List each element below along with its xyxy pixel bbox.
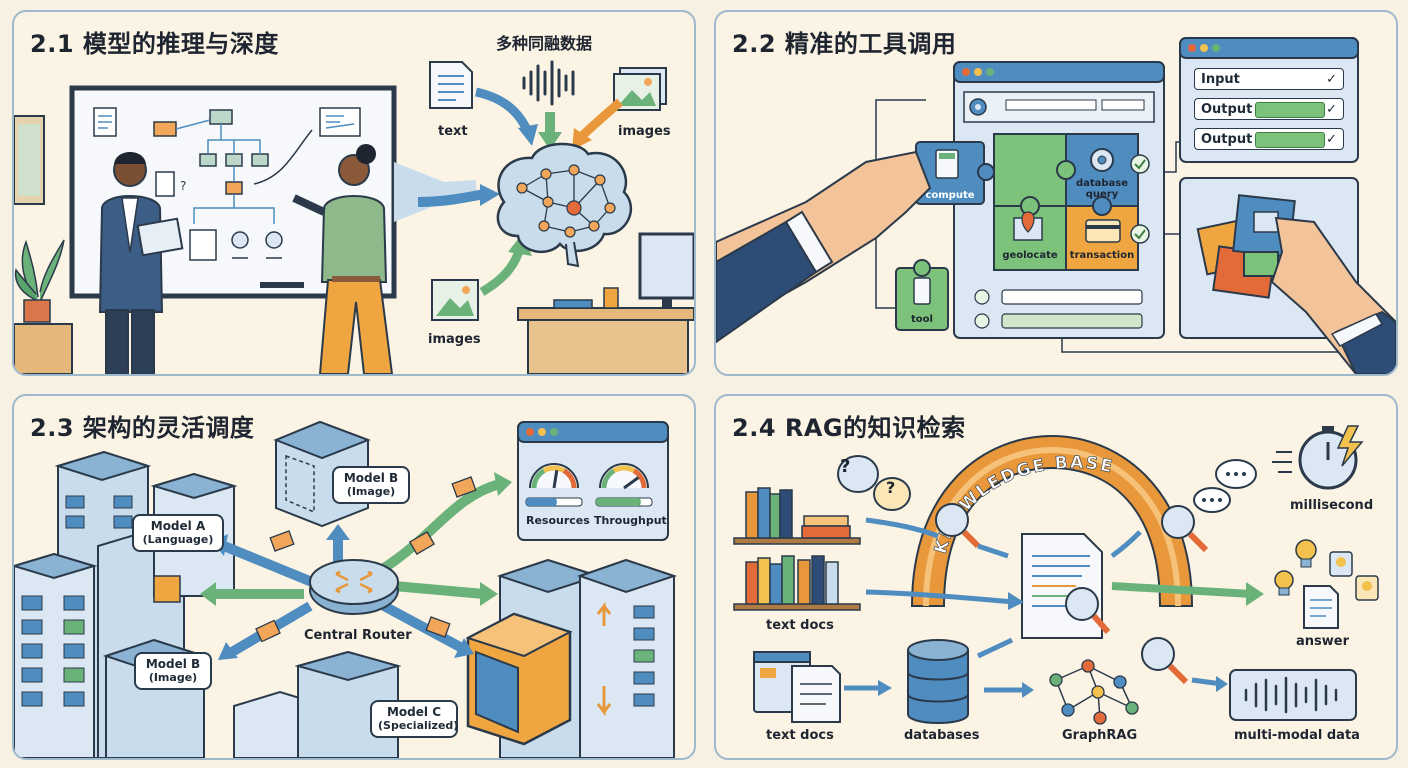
piece-label-tool: tool bbox=[911, 314, 933, 325]
question-mark-icon: ? bbox=[840, 456, 851, 477]
gauge-band bbox=[632, 468, 647, 489]
panel-routing: 2.3 架构的灵活调度 bbox=[12, 394, 696, 760]
check-icon: ✓ bbox=[1326, 132, 1337, 147]
hand-left-icon bbox=[716, 150, 932, 344]
gauge-label-throughput: Throughput bbox=[594, 514, 667, 527]
database-icon bbox=[907, 639, 969, 724]
stopwatch-icon bbox=[1272, 425, 1364, 490]
io-row-output[interactable]: Output✓ bbox=[1194, 98, 1344, 120]
model-c-label: Model C(Specialized) bbox=[370, 700, 458, 738]
gauge-band bbox=[542, 465, 566, 473]
whiteboard-flowchart: ? bbox=[93, 107, 361, 261]
monitor bbox=[638, 232, 694, 300]
gear-small-icon bbox=[1090, 148, 1114, 172]
question-mark-icon: ? bbox=[886, 478, 896, 497]
rag-illustration: KNOWLEDGE BASE bbox=[733, 425, 1379, 725]
lightbulb-icon bbox=[1274, 539, 1379, 601]
model-a-label: Model A(Language) bbox=[132, 514, 224, 552]
plant-icon bbox=[14, 239, 65, 323]
audio-wave-icon bbox=[1229, 669, 1357, 721]
graph-network-icon bbox=[1049, 659, 1139, 725]
piece-label-geolocate: geolocate bbox=[1002, 250, 1058, 261]
check-circle-icon bbox=[1130, 154, 1150, 244]
check-icon: ✓ bbox=[1326, 72, 1337, 87]
image-icon bbox=[613, 67, 667, 111]
routing-illustration bbox=[14, 420, 678, 758]
gear-icon bbox=[969, 98, 987, 116]
model-b-top-label: Model B(Image) bbox=[332, 466, 410, 504]
chat-bubble-icon bbox=[1193, 459, 1257, 513]
svg-text:?: ? bbox=[180, 179, 186, 193]
highlighted-cube bbox=[465, 612, 573, 746]
router-icon bbox=[309, 559, 399, 615]
cabinet bbox=[14, 323, 73, 374]
presenter-woman bbox=[292, 144, 394, 374]
piece-label-transaction: transaction bbox=[1069, 250, 1135, 261]
gauge-bar-fill bbox=[526, 498, 557, 506]
piece-label-compute: compute bbox=[925, 190, 975, 201]
gauge-needle bbox=[623, 476, 640, 490]
panel-reasoning: 2.1 模型的推理与深度 bbox=[12, 10, 696, 376]
panel-tool-calling: 2.2 精准的工具调用 bbox=[714, 10, 1398, 376]
io-row-output[interactable]: Output✓ bbox=[1194, 128, 1344, 150]
reasoning-illustration: ? bbox=[14, 60, 694, 374]
flow-arrow bbox=[394, 162, 476, 222]
tool-calling-illustration bbox=[716, 37, 1396, 374]
label-millisecond: millisecond bbox=[1290, 498, 1374, 513]
document-icon bbox=[429, 61, 473, 109]
panel-title: 2.3 架构的灵活调度 bbox=[30, 414, 255, 442]
images-label-top: images bbox=[618, 124, 671, 139]
puzzle-piece-compute bbox=[915, 141, 995, 205]
gauge-bar-fill bbox=[596, 498, 641, 506]
gauge-needle bbox=[552, 469, 559, 489]
fusion-title: 多种同融数据 bbox=[496, 34, 593, 53]
io-row-input[interactable]: Input✓ bbox=[1194, 68, 1344, 90]
gauge-band bbox=[562, 468, 577, 489]
images-label-bottom: images bbox=[428, 332, 481, 347]
text-label: text bbox=[438, 124, 468, 139]
panel-title: 2.1 模型的推理与深度 bbox=[30, 30, 279, 58]
credit-card-icon bbox=[1085, 219, 1121, 243]
label-answer: answer bbox=[1296, 634, 1350, 649]
gauges bbox=[525, 463, 653, 507]
label-text-docs-bottom: text docs bbox=[766, 728, 834, 743]
gauge-band bbox=[531, 468, 546, 489]
panel-title: 2.2 精准的工具调用 bbox=[732, 30, 957, 58]
router-label: Central Router bbox=[304, 628, 412, 643]
text-docs-icon bbox=[753, 651, 841, 723]
retrieved-document-icon bbox=[1021, 533, 1103, 639]
label-graphrag: GraphRAG bbox=[1062, 728, 1138, 743]
question-bubble-icon bbox=[837, 455, 911, 511]
metrics-window bbox=[517, 421, 669, 541]
gauge-band bbox=[601, 468, 616, 489]
label-multimodal: multi-modal data bbox=[1234, 728, 1360, 743]
image-icon-bottom bbox=[431, 279, 479, 321]
label-databases: databases bbox=[904, 728, 980, 743]
io-list: Input✓ Output✓ Output✓ bbox=[1186, 68, 1356, 158]
puzzle-piece-tool bbox=[895, 259, 949, 331]
audio-wave-icon bbox=[522, 60, 575, 106]
label-text-docs-top: text docs bbox=[766, 618, 834, 633]
answer-document-icon bbox=[1303, 585, 1339, 629]
desk bbox=[517, 307, 694, 321]
knowledge-arch bbox=[910, 434, 1194, 607]
panel-title: 2.4 RAG的知识检索 bbox=[732, 414, 966, 442]
message-envelope-icon bbox=[255, 476, 477, 643]
hand-right-icon bbox=[1270, 216, 1396, 374]
magnifier-icon bbox=[935, 503, 1209, 685]
map-pin-icon bbox=[1013, 211, 1043, 241]
panel-rag: 2.4 RAG的知识检索 KNOWLEDGE BASE bbox=[714, 394, 1398, 760]
gauge-band bbox=[612, 465, 636, 473]
puzzle-cluster bbox=[1196, 194, 1296, 299]
check-icon: ✓ bbox=[1326, 102, 1337, 117]
bookshelf-icon bbox=[733, 487, 861, 611]
brain-network-icon bbox=[496, 142, 633, 268]
model-b-bottom-label: Model B(Image) bbox=[134, 652, 212, 690]
gauge-label-resources: Resources bbox=[526, 514, 590, 527]
piece-label-database: database query bbox=[1075, 178, 1129, 200]
puzzle-piece-green bbox=[993, 133, 1067, 207]
presenter-man bbox=[98, 152, 184, 374]
